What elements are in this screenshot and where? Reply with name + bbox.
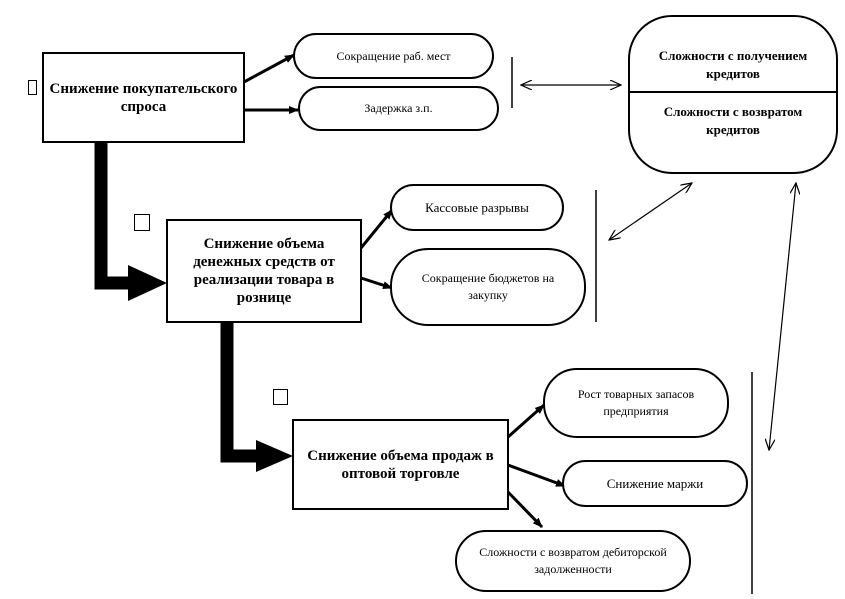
arrow-to-margin: [507, 463, 566, 488]
box-wholesale-decline: Снижение объема продаж в оптовой торговл…: [292, 419, 509, 510]
pill-salary-delay: Задержка з.п.: [298, 86, 499, 131]
thick-arrow-level-1-to-2: [94, 142, 167, 301]
box-demand-decline: Снижение покупательского спроса: [42, 52, 245, 143]
arrow-to-receivables: [506, 490, 544, 529]
arrow-to-budget: [360, 276, 393, 290]
pill-stock-growth: Рост товарных запасов предприятия: [543, 368, 729, 438]
box-cash-volume-decline: Снижение объема денежных средств от реал…: [166, 219, 362, 323]
level-marker-1: [28, 80, 37, 95]
pill-margin-decline: Снижение маржи: [562, 460, 748, 507]
double-arrow-bottom: [769, 183, 796, 450]
credit-difficulties-oval: Сложности с получением кредитов Сложност…: [628, 15, 838, 174]
level-marker-2: [134, 214, 150, 231]
thick-arrow-level-2-to-3: [220, 322, 293, 472]
oval-divider: [630, 91, 836, 93]
level-marker-3: [273, 389, 288, 405]
pill-job-cuts: Сокращение раб. мест: [293, 33, 494, 79]
pill-cash-gaps: Кассовые разрывы: [390, 184, 564, 231]
pill-receivables: Сложности с возвратом дебиторской задолж…: [455, 530, 691, 592]
arrow-to-jobs: [243, 53, 295, 84]
double-arrow-middle: [609, 183, 692, 240]
arrow-to-cash-gaps: [359, 209, 394, 249]
credit-obtaining-label: Сложности с получением кредитов: [658, 48, 808, 81]
arrow-to-stock: [507, 403, 545, 439]
pill-budget-cuts: Сокращение бюджетов на закупку: [390, 248, 586, 326]
credit-repayment-label: Сложности с возвратом кредитов: [663, 104, 803, 137]
